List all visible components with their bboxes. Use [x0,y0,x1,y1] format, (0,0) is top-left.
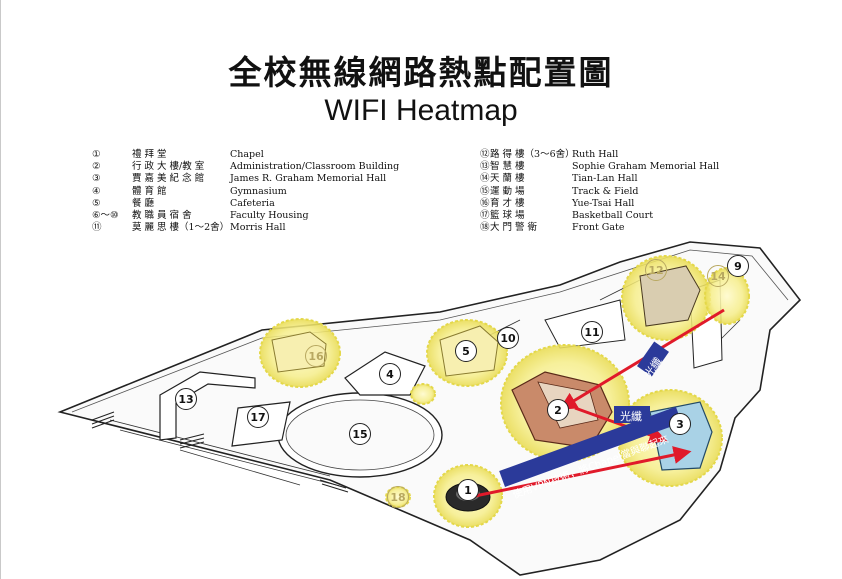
legend-number: ④ [92,185,101,197]
legend-english-name: Faculty Housing [230,209,309,221]
legend-english-name: Yue-Tsai Hall [572,197,635,209]
legend-chinese-name: 體 育 館 [132,185,167,197]
legend-row: ④ 體 育 館 Gymnasium [92,186,432,198]
legend-row: ⑪ 莫 麗 思 樓（1～2舍）Morris Hall [92,222,432,234]
building-15-number: 15 [349,423,371,445]
vpn-link-1-3 [474,446,692,498]
hatch-marks [91,411,349,493]
legend-number: ⑫ [480,149,490,160]
legend-number: ③ [92,173,101,185]
legend-english-name: Administration/Classroom Building [230,161,400,173]
legend-row: ③ 賈 嘉 美 紀 念 館 James R. Graham Memorial Hal… [92,173,432,185]
legend-number: ⑱ [480,222,490,234]
legend-number: ② [92,161,101,173]
building-14-number: 14 [707,265,729,287]
building-3-number: 3 [669,413,691,435]
legend-chinese-name: 莫 麗 思 樓（1～2舍） [132,222,230,234]
legend-left: ① 禮 拜 堂 Chapel ② 行 政 大 樓/教 室 Administration/… [92,149,432,234]
legend-number: ⑬ [480,161,490,173]
legend-english-name: Cafeteria [230,197,275,209]
legend-chinese-name: 餐 廳 [132,197,155,209]
legend-chinese-name: 育 才 樓 [490,197,525,209]
building-12-number: 12 [645,259,667,281]
building-2-number: 2 [547,399,569,421]
building-1-number: 1 [457,479,479,501]
legend-english-name: Basketball Court [572,209,654,221]
building-12 [639,265,701,327]
legend-chinese-name: 籃 球 場 [490,209,525,221]
legend-number: ⑥～⑩ [92,209,119,221]
building-5-number: 5 [455,340,477,362]
legend-number: ⑯ [480,197,490,209]
legend-row: ⑥～⑩ 教 職 員 宿 舍 Faculty Housing [92,210,432,222]
legend-number: ⑭ [480,173,490,185]
legend-number: ⑰ [480,209,490,221]
fiber-upper-label-box [637,341,669,377]
vpn-label-box [499,406,682,488]
legend-chinese-name: 賈 嘉 美 紀 念 館 [132,173,205,185]
fiber-lower-label-box [614,406,650,423]
legend-english-name: Gymnasium [230,185,287,197]
legend-english-name: Chapel [230,149,264,160]
fiber-lower-label: 光纖 [620,410,642,423]
legend-number: ⑪ [92,222,102,234]
legend-chinese-name: 路 得 樓（3～6舍） [490,149,575,160]
page-title-english: WIFI Heatmap [324,94,518,127]
legend-chinese-name: 運 動 場 [490,185,525,197]
hotspot-small [410,383,436,405]
campus-inner-boundary [71,249,789,413]
legend-english-name: Sophie Graham Memorial Hall [572,161,720,173]
legend-english-name: Morris Hall [230,222,286,234]
legend-english-name: Ruth Hall [572,149,619,160]
building-4-number: 4 [379,363,401,385]
legend-english-name: Front Gate [572,222,625,234]
fiber-link-2-3 [574,406,668,444]
legend-chinese-name: 禮 拜 堂 [132,149,167,160]
legend-number: ⑮ [480,185,490,197]
legend-english-name: Tian-Lan Hall [572,173,638,185]
building-10-number: 10 [497,327,519,349]
left-border [0,0,1,579]
building-16-number: 16 [305,345,327,367]
building-17-number: 17 [247,406,269,428]
legend-english-name: Track & Field [572,185,639,197]
legend-row: ② 行 政 大 樓/教 室 Administration/Classroom Bui… [92,161,432,173]
legend-chinese-name: 智 慧 樓 [490,161,525,173]
page-title-chinese: 全校無線網路熱點配置圖 [228,53,614,92]
building-13-number: 13 [175,388,197,410]
legend-chinese-name: 天 蘭 樓 [490,173,525,185]
building-18-number: 18 [387,486,409,508]
building-9-number: 9 [727,255,749,277]
legend-number: ⑤ [92,197,101,209]
legend-chinese-name: 大 門 警 衛 [490,222,538,234]
legend-row: ① 禮 拜 堂 Chapel [92,149,432,161]
legend-chinese-name: 行 政 大 樓/教 室 [132,161,205,173]
legend-chinese-name: 教 職 員 宿 舍 [132,209,192,221]
building-11-number: 11 [581,321,603,343]
legend-row: ⑤ 餐 廳 Cafeteria [92,198,432,210]
legend-number: ① [92,149,101,160]
legend-english-name: James R. Graham Memorial Hall [230,173,387,185]
